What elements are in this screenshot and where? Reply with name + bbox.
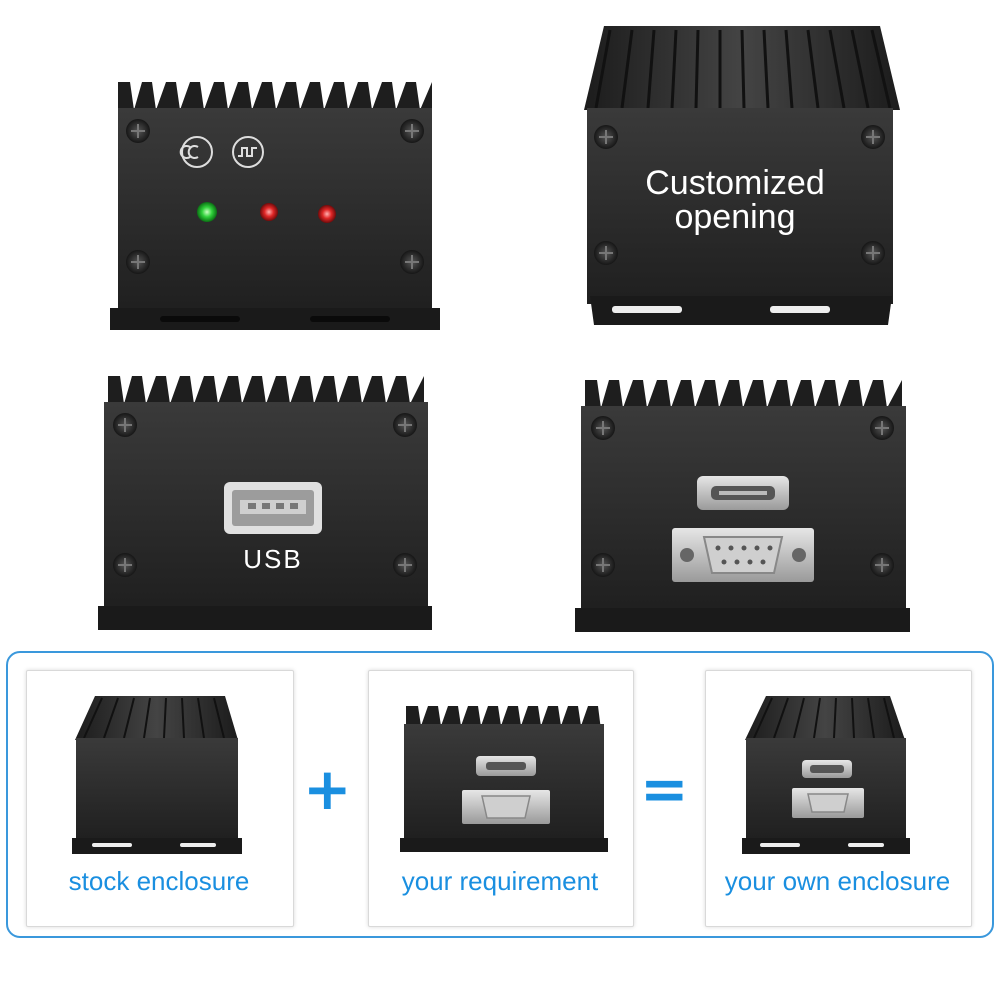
led-red-icon [260, 203, 278, 221]
screw-icon [861, 241, 885, 265]
screw-icon [393, 553, 417, 577]
db9-serial-port-icon [672, 528, 814, 582]
signal-mark-icon [232, 136, 264, 168]
screw-icon [400, 119, 424, 143]
screw-icon [400, 250, 424, 274]
opening-text: opening [674, 198, 796, 236]
caption-stock-enclosure: stock enclosure [68, 866, 250, 896]
customized-text: Customized [645, 164, 825, 202]
screw-icon [870, 416, 894, 440]
micro-usb-port-icon [697, 476, 789, 510]
screw-icon [126, 119, 150, 143]
screw-icon [870, 553, 894, 577]
screw-icon [861, 125, 885, 149]
enclosure-led-front [110, 82, 440, 330]
led-red-icon [318, 205, 336, 223]
led-green-icon [197, 202, 217, 222]
usb-label: USB [243, 544, 303, 574]
enclosure-custom-perspective [584, 26, 900, 325]
screw-icon [591, 553, 615, 577]
comparison-panel [6, 651, 994, 938]
screw-icon [594, 125, 618, 149]
customized-opening-label: Customized opening [620, 166, 850, 234]
equals-operator: = [640, 755, 689, 823]
screw-icon [591, 416, 615, 440]
enclosure-serial-front [575, 380, 910, 632]
caption-your-own-enclosure: your own enclosure [724, 866, 951, 896]
screw-icon [594, 241, 618, 265]
screw-icon [393, 413, 417, 437]
screw-icon [126, 250, 150, 274]
usb-port-icon [224, 482, 322, 534]
screw-icon [113, 413, 137, 437]
screw-icon [113, 553, 137, 577]
caption-your-requirement: your requirement [401, 866, 599, 896]
plus-operator: + [303, 755, 352, 823]
enclosure-usb-front [98, 376, 432, 630]
certification-mark-icon [179, 136, 213, 168]
